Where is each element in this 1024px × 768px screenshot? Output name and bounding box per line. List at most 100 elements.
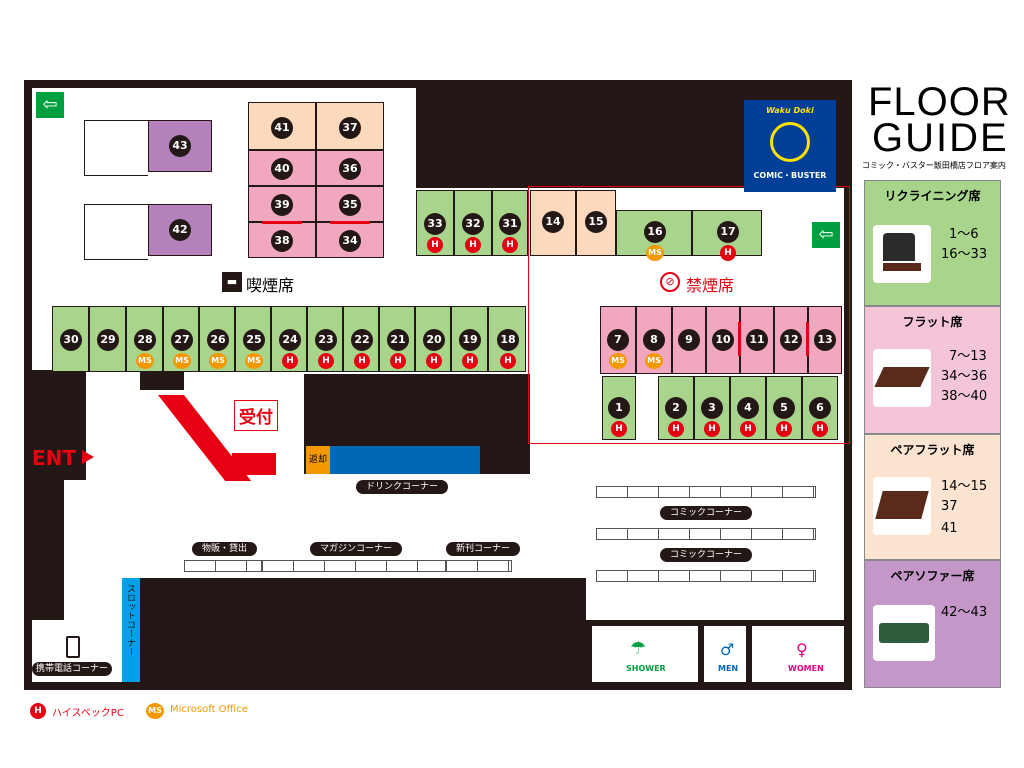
seat-number: 28 <box>134 329 156 351</box>
booth-outline <box>84 204 148 260</box>
goods-label: 物販・貸出 <box>192 542 258 556</box>
seat-34[interactable]: 34 <box>316 222 384 258</box>
smoking-icon: ▬ <box>222 272 242 292</box>
seat-41[interactable]: 41 <box>248 102 316 150</box>
entrance-arrow-icon <box>82 450 94 464</box>
legend-title: フラット席 <box>902 315 963 329</box>
seat-number: 32 <box>462 213 484 235</box>
page-subtitle: コミック・バスター飯田橋店フロア案内 <box>862 161 1006 170</box>
seat-12[interactable]: 12 <box>774 306 808 374</box>
high-spec-badge: H <box>812 421 828 437</box>
seat-11[interactable]: 11 <box>740 306 774 374</box>
office-badge: MS <box>609 353 627 369</box>
high-spec-badge: H <box>500 353 516 369</box>
magazine-shelf <box>262 560 446 572</box>
seat-number: 23 <box>315 329 337 351</box>
wall-bottom-dark2 <box>586 620 844 626</box>
legend-range: 7～13 <box>949 349 987 364</box>
seat-number: 24 <box>279 329 301 351</box>
seat-13[interactable]: 13 <box>808 306 842 374</box>
office-badge: MS <box>645 353 663 369</box>
seat-number: 18 <box>497 329 519 351</box>
legend-range: 41 <box>941 521 958 536</box>
reception-label: 受付 <box>234 400 278 431</box>
entrance-label: ENT <box>32 446 77 470</box>
seat-number: 2 <box>665 397 687 419</box>
seat-35[interactable]: 35 <box>316 186 384 222</box>
high-spec-badge: H <box>704 421 720 437</box>
exit-sign-icon: ⇦ <box>812 222 840 248</box>
high-spec-legend-icon: H <box>30 703 46 719</box>
comic-shelf <box>596 570 816 582</box>
seat-38[interactable]: 38 <box>248 222 316 258</box>
seat-36[interactable]: 36 <box>316 150 384 186</box>
women-icon: ♀ <box>796 640 808 659</box>
seat-number: 31 <box>499 213 521 235</box>
comic-buster-logo: Waku Doki COMIC・BUSTER <box>744 100 836 192</box>
seat-30[interactable]: 30 <box>52 306 89 372</box>
drink-corner-label: ドリンクコーナー <box>356 480 449 494</box>
seat-39[interactable]: 39 <box>248 186 316 222</box>
comic-shelf <box>596 486 816 498</box>
wall-left-bottom <box>24 480 64 620</box>
reception-counter-base <box>232 453 276 475</box>
high-spec-badge: H <box>465 237 481 253</box>
seat-37[interactable]: 37 <box>316 102 384 150</box>
office-badge: MS <box>136 353 154 369</box>
phone-corner-label: 携帯電話コーナー <box>32 662 113 676</box>
seat-10[interactable]: 10 <box>706 306 740 374</box>
seat-15[interactable]: 15 <box>576 190 616 256</box>
seat-42[interactable]: 42 <box>148 204 212 256</box>
comic-shelf <box>596 528 816 540</box>
seat-40[interactable]: 40 <box>248 150 316 186</box>
seat-number: 4 <box>737 397 759 419</box>
seat-29[interactable]: 29 <box>89 306 126 372</box>
sofa-icon <box>873 605 935 661</box>
seat-9[interactable]: 9 <box>672 306 706 374</box>
seat-number: 7 <box>607 329 629 351</box>
seat-number: 43 <box>169 135 191 157</box>
high-spec-badge: H <box>668 421 684 437</box>
booth-outline <box>84 120 148 176</box>
divider-red <box>738 322 741 356</box>
seat-number: 29 <box>97 329 119 351</box>
divider-red <box>806 322 809 356</box>
legend-recliner: リクライニング席 1～6 16～33 <box>864 180 1001 306</box>
seat-43[interactable]: 43 <box>148 120 212 172</box>
seat-number: 19 <box>459 329 481 351</box>
seat-number: 36 <box>339 158 361 180</box>
office-badge: MS <box>209 353 227 369</box>
seat-14[interactable]: 14 <box>530 190 576 256</box>
men-room <box>704 626 752 682</box>
pillar-2 <box>140 372 184 390</box>
office-badge: MS <box>245 353 263 369</box>
seat-number: 26 <box>207 329 229 351</box>
magazine-label: マガジンコーナー <box>310 542 403 556</box>
page-title-line2: GUIDE <box>872 116 1009 160</box>
seat-number: 42 <box>169 219 191 241</box>
